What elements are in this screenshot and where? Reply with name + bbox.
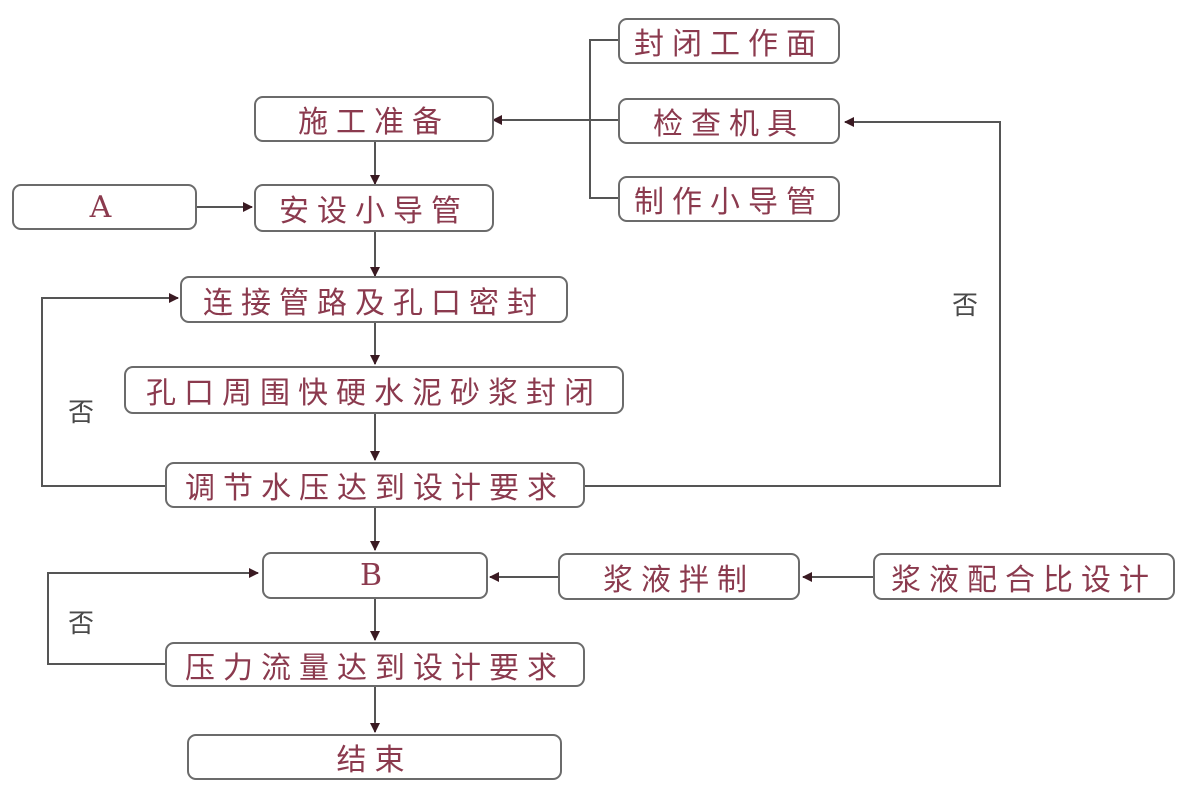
loop-pressure-to-B <box>47 568 259 665</box>
loop-adjust-to-check <box>585 117 1001 487</box>
node-grout-mix: 浆液拌制 <box>558 553 800 600</box>
node-connect: 连接管路及孔口密封 <box>180 276 568 323</box>
node-adjust-pressure: 调节水压达到设计要求 <box>165 462 585 508</box>
label-no-right: 否 <box>952 291 979 321</box>
node-make-pipe: 制作小导管 <box>618 176 840 222</box>
node-end: 结束 <box>187 734 562 780</box>
label-no-left-1: 否 <box>68 398 95 428</box>
node-pressure-flow: 压力流量达到设计要求 <box>165 642 585 687</box>
loop-adjust-to-connect <box>41 293 179 487</box>
node-check-tools: 检查机具 <box>618 98 840 144</box>
node-seal-face: 封闭工作面 <box>618 18 840 64</box>
node-prep: 施工准备 <box>254 96 494 142</box>
node-A: A <box>12 184 197 230</box>
node-mortar-seal: 孔口周围快硬水泥砂浆封闭 <box>124 366 624 414</box>
node-mix-design: 浆液配合比设计 <box>873 553 1175 600</box>
label-no-left-2: 否 <box>68 609 95 639</box>
node-install-pipe: 安设小导管 <box>254 184 494 232</box>
node-B: B <box>262 552 488 599</box>
